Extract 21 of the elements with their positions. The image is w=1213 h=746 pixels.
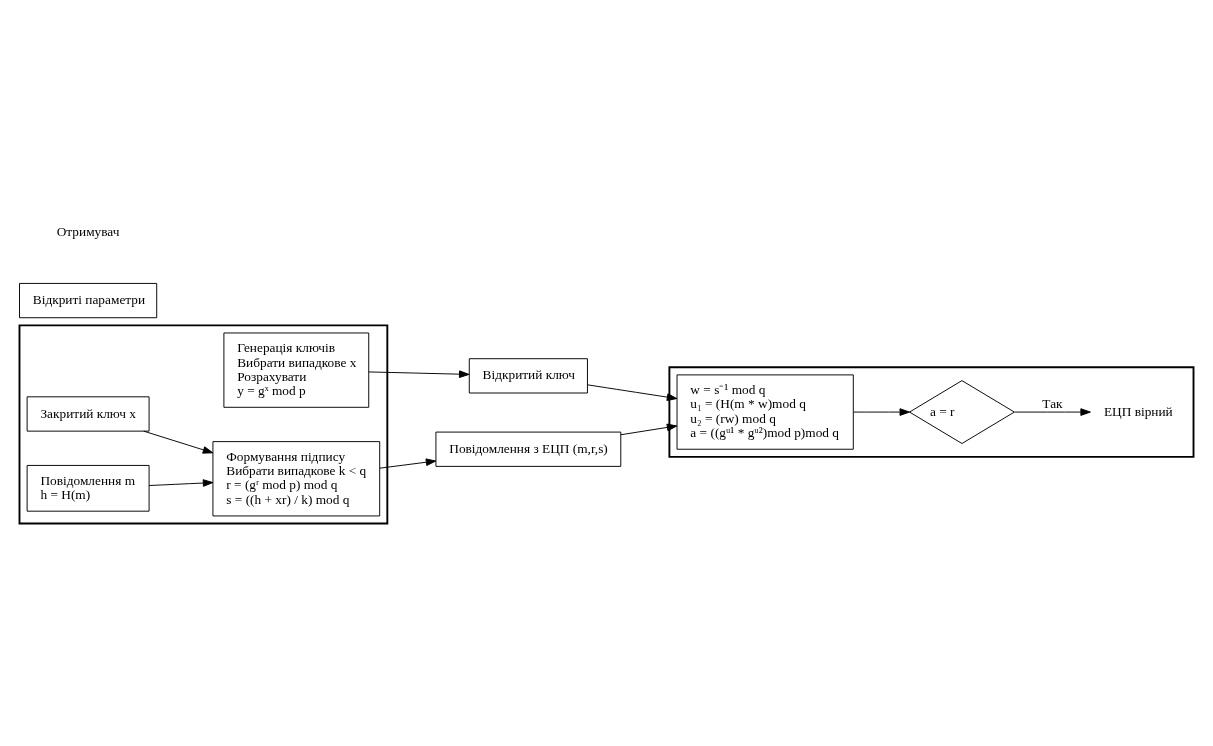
label: Отримувач <box>56 223 120 239</box>
node-box: Формування підпису Вибрати випадкове k < q r = (gʳ mod p) mod q s = ((h + xr) / k) mod q <box>212 441 381 517</box>
cluster <box>18 324 389 525</box>
node-box: Відкритий ключ <box>468 358 588 394</box>
arrow <box>379 458 437 469</box>
node-box: w = s⁻¹ mod q u₁ = (H(m * w)mod q u₂ = (rw) mod q a = ((gᵘ¹ * gᵘ²)mod p)mod q <box>676 374 854 450</box>
node-box: Закритий ключ x <box>26 396 150 432</box>
node-diamond: a = r <box>909 380 1015 444</box>
node-box: Відкриті параметри <box>19 282 158 319</box>
arrow <box>1014 408 1091 416</box>
node-box: Повідомлення з ЕЦП (m,r,s) <box>435 431 622 467</box>
arrow <box>587 384 678 401</box>
node-box: Повідомлення m h = H(m) <box>26 464 150 512</box>
arrow <box>143 430 214 454</box>
arrow <box>620 423 678 436</box>
arrow <box>368 370 470 378</box>
arrow <box>853 408 910 416</box>
arrow <box>148 479 214 487</box>
node-text: ЕЦП вірний <box>1103 403 1173 419</box>
edge-label: Так <box>1042 396 1063 412</box>
node-box: Генерація ключів Вибрати випадкове x Розрахувати y = gˣ mod p <box>223 332 370 408</box>
